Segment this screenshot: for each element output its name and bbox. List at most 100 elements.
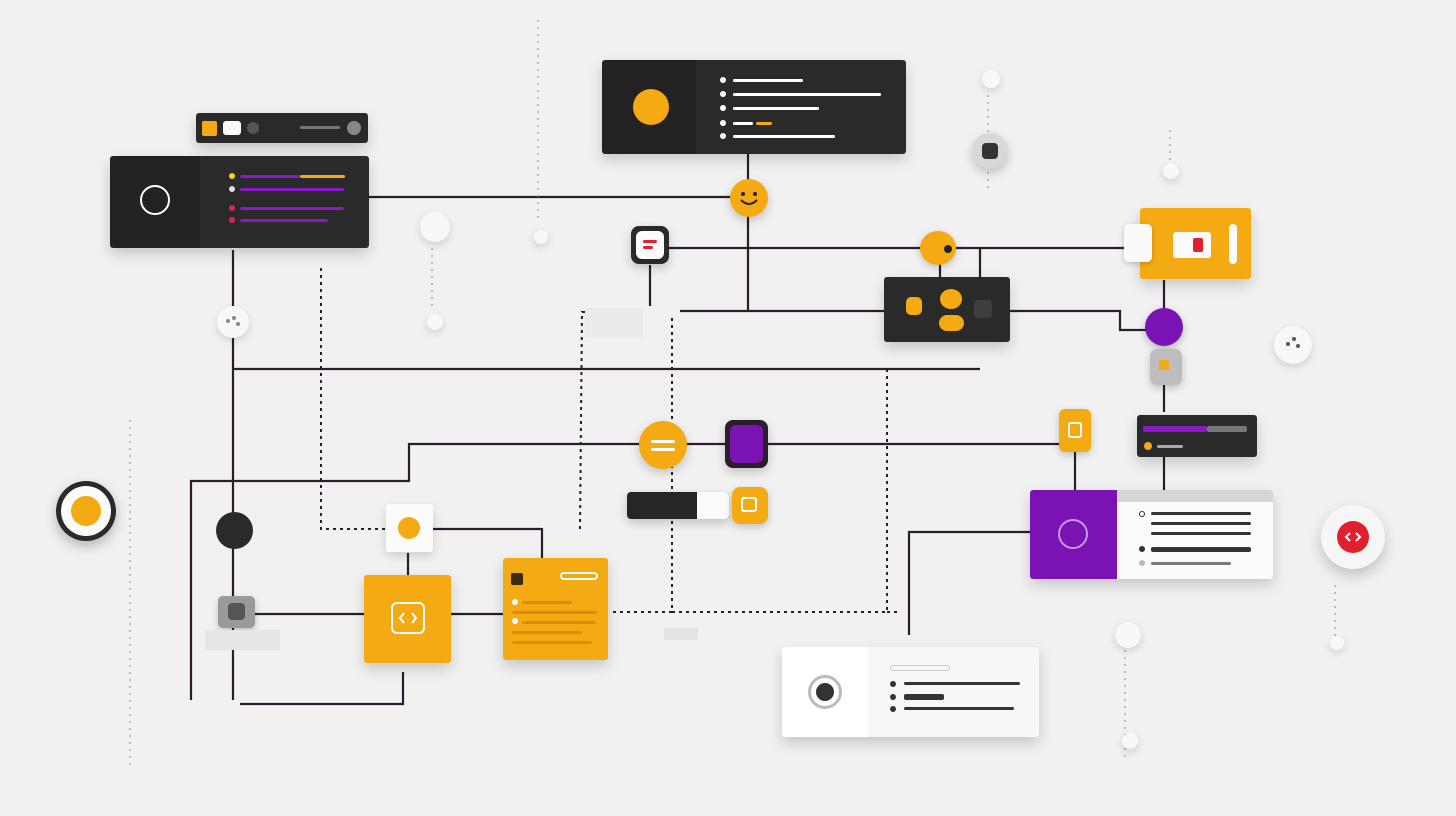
purple-lines-card[interactable] [110,156,369,248]
cube-icon [1115,622,1141,648]
card-icon-panel [602,60,696,154]
code-icon [71,496,101,526]
list-line [733,93,881,96]
progress-track [1207,426,1247,432]
list-line [1151,512,1251,515]
smiley-icon[interactable] [730,179,768,217]
list-line [512,641,592,644]
list-bullet [720,120,726,126]
card-icon-panel [110,156,200,248]
list-bullet [1139,511,1145,517]
card-list-panel [696,60,906,154]
smiley-icon [940,289,962,309]
scroll-handle[interactable] [1229,224,1237,264]
emoji-panel-card[interactable] [884,277,1010,342]
list-line [1151,562,1231,565]
dots-icon [1274,326,1312,364]
list-line [1151,547,1251,552]
list-line [733,135,835,138]
wire [189,442,640,700]
message-icon[interactable] [631,226,669,264]
gear-icon [972,133,1008,169]
dashed-wire [672,370,888,613]
dashed-wire [320,268,386,530]
dashed-wire [579,311,640,530]
status-dot [1144,442,1152,450]
toggle-icon[interactable] [1124,224,1152,262]
code-icon [391,602,425,634]
purple-square-node[interactable] [725,420,768,468]
code-card[interactable] [364,575,451,663]
file-icon [511,573,523,585]
chat-bubble-icon[interactable] [223,121,241,135]
bookmark-icon [1173,232,1211,258]
menu-node[interactable] [639,421,687,469]
purple-node[interactable] [1145,308,1183,346]
list-line [240,188,344,191]
cube-icon[interactable] [732,487,768,524]
cube-icon [534,230,548,244]
cube-icon [1122,733,1138,749]
bookmark-card[interactable] [1124,208,1251,279]
list-line [904,682,1020,685]
toggle-switch[interactable] [627,492,729,519]
document-card[interactable] [503,558,608,660]
chat-bubble-icon[interactable] [920,231,956,265]
list-bullet [720,77,726,83]
list-line [300,175,345,178]
code-button[interactable] [1321,505,1385,569]
list-bullet [512,618,518,624]
list-line [733,122,753,125]
list-line [240,175,300,178]
card-list-panel [1117,490,1273,579]
card-list-panel [200,156,369,248]
gear-icon [974,300,992,318]
wire [1010,309,1150,332]
burger-icon [906,297,922,315]
list-bullet [1139,560,1145,566]
list-bullet [720,133,726,139]
white-record-card[interactable] [782,647,1039,737]
slider-track[interactable] [300,126,340,129]
list-bullet [1139,546,1145,552]
list-line [240,219,328,222]
progress-fill [1143,426,1207,432]
shield-icon[interactable] [1150,349,1182,385]
arrow-icon[interactable] [202,121,217,136]
junction-node[interactable] [216,512,253,549]
list-bullet [512,599,518,605]
circle-outline-icon [1058,519,1088,549]
list-bullet [720,105,726,111]
card-icon-panel [1030,490,1117,579]
gear-icon[interactable] [218,596,255,628]
progress-strip-card[interactable] [1137,415,1257,457]
list-line [733,107,819,110]
cube-icon [1163,163,1179,179]
code-button[interactable] [56,481,116,541]
list-bullet [890,681,896,687]
yellow-dot-card[interactable] [602,60,906,154]
chat-bubble-icon [939,315,964,331]
status-line [1157,445,1183,448]
cube-icon [1330,636,1344,650]
tag-icon[interactable] [1059,409,1091,452]
record-icon[interactable] [386,504,433,552]
purple-list-card[interactable] [1030,490,1273,579]
slider-knob[interactable] [347,121,361,135]
dots-icon [217,306,249,338]
card-list-panel [868,647,1039,737]
list-line [240,207,344,210]
toggle-icon[interactable] [247,122,259,134]
list-line [904,694,944,700]
list-bullet [890,706,896,712]
code-icon [1337,521,1369,553]
wire [433,527,544,558]
list-line [522,601,572,604]
wire [907,530,1030,635]
list-line [512,631,582,634]
list-line [904,707,1014,710]
cube-icon [427,314,443,330]
shadow-plate [585,308,643,338]
list-bullet [720,91,726,97]
list-bullet [890,694,896,700]
